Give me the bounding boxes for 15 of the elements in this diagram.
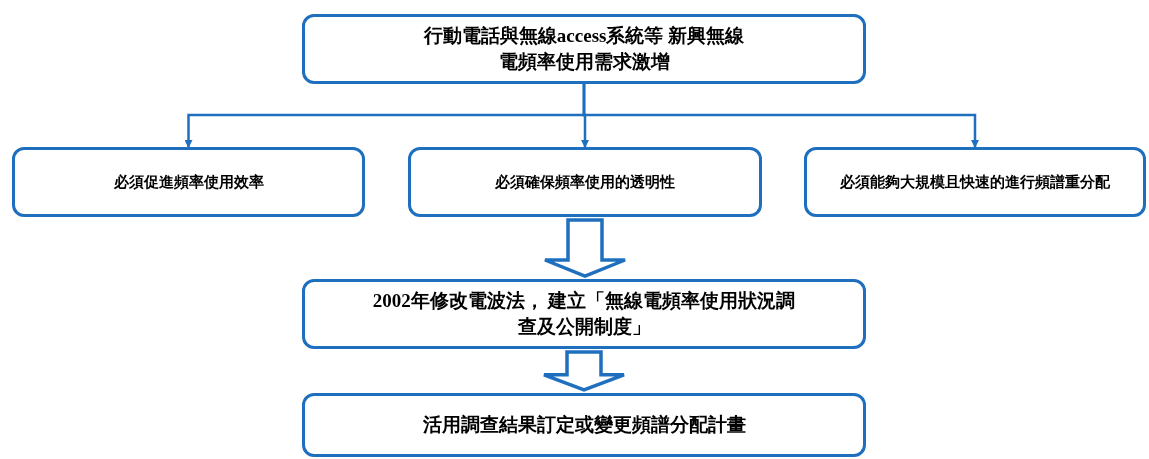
- process-box: [302, 393, 866, 457]
- process-box: [302, 14, 866, 84]
- box-text: 行動電話與無線access系統等 新興無線電頻率使用需求激增: [422, 24, 746, 74]
- process-box: [804, 147, 1146, 217]
- block-arrow: [543, 218, 627, 278]
- box-text: 必須確保頻率使用的透明性: [495, 172, 675, 192]
- process-box: [12, 147, 365, 217]
- box-text: 活用調查結果訂定或變更頻譜分配計畫: [422, 413, 746, 438]
- box-text: 2002年修改電波法， 建立「無線電頻率使用狀況調查及公開制度」: [371, 289, 797, 339]
- box-text: 必須能夠大規模且快速的進行頻譜重分配: [840, 172, 1110, 192]
- process-box: [408, 147, 762, 217]
- process-box: [302, 279, 866, 349]
- block-arrow: [542, 350, 626, 392]
- arrow: [582, 84, 979, 148]
- box-text: 必須促進頻率使用效率: [113, 172, 264, 192]
